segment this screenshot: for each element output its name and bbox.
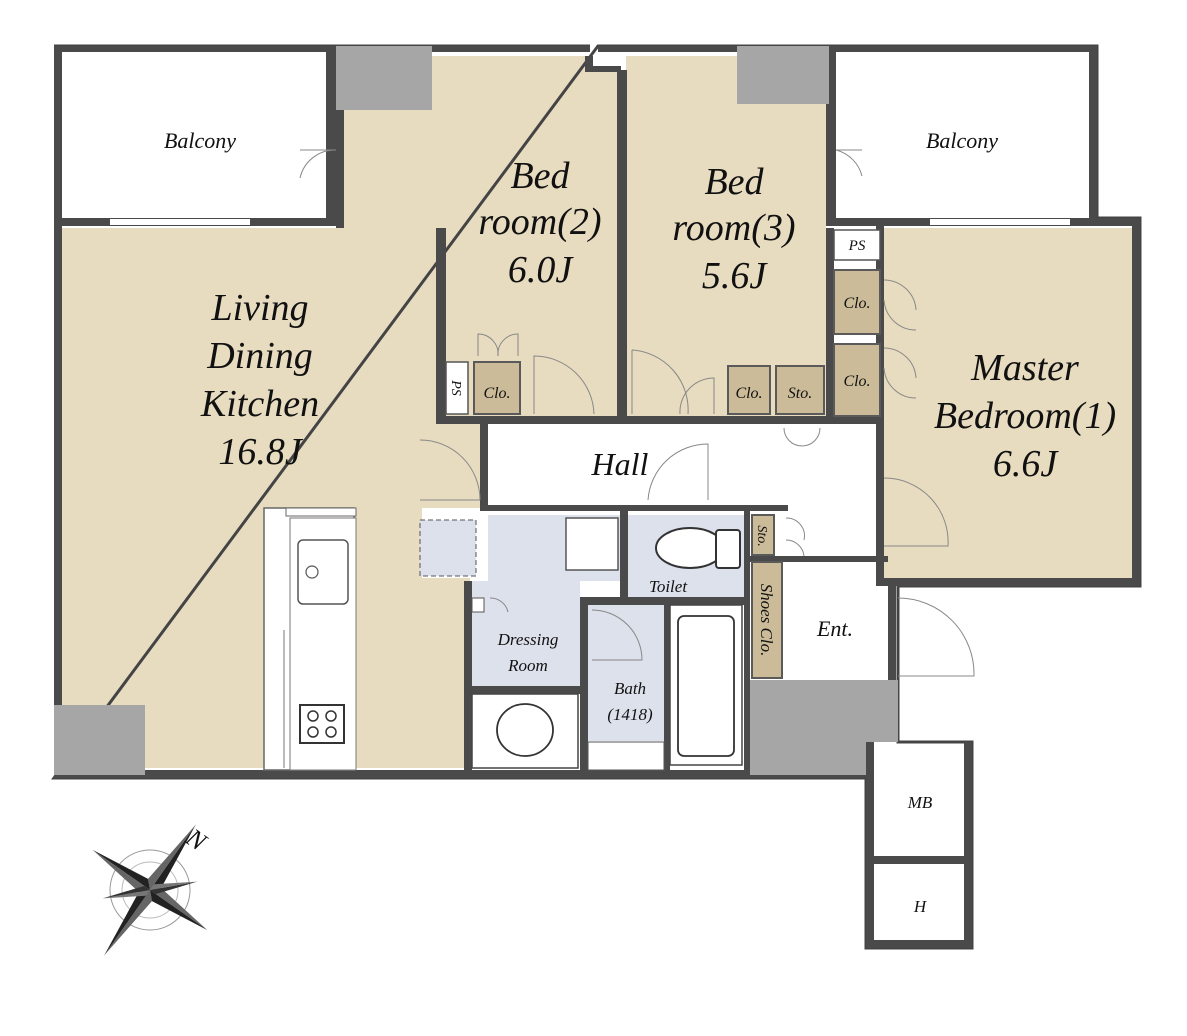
entrance-label: Ent. [816,616,853,641]
washbasin [565,517,619,571]
master-floor [884,228,1132,578]
balcony-left-label: Balcony [164,128,236,153]
shoes-closet [751,561,783,679]
washer-icon [496,703,554,757]
ps-top-label: PS [848,238,866,254]
bedroom2-label-line1: Bed [510,155,570,197]
balcony-right-label: Balcony [926,128,998,153]
storage-toilet [751,514,775,556]
ps-left-label: PS [448,379,463,396]
bath-step [587,741,665,771]
ldk-label-line3: Kitchen [200,383,319,425]
closet-bedroom3 [727,365,771,415]
balcony-right-side-wall [826,46,836,226]
column-top-right [737,46,829,104]
h-label: H [913,897,928,916]
bath-floor [587,605,665,741]
dressing-floor [472,581,580,691]
column-bottom-left [54,705,145,775]
column-bottom-right [744,680,898,775]
balcony-left-side-wall [326,46,336,226]
sink-icon [297,539,349,605]
ps-top [833,229,881,261]
kitchen-counter [263,507,357,771]
toilet-icon [655,527,741,569]
bedroom3-label: Bed room(3) 5.6J [672,161,795,297]
clo-bedroom2-label: Clo. [483,385,510,402]
dressing-label-line1: Dressing [497,630,559,649]
door-swings [299,149,975,677]
dressing-label-line2: Room [507,656,548,675]
fridge-space [419,519,477,577]
toilet-label: Toilet [649,577,688,596]
ldk-floor [62,228,484,768]
master-size: 6.6J [993,443,1060,485]
master-label-line2: Bedroom(1) [934,395,1116,437]
bathtub-icon [669,604,743,766]
ldk-label-line2: Dining [206,335,313,377]
closet-master-2 [833,343,881,417]
bedroom2-label: Bed room(2) 6.0J [478,155,601,291]
balcony-left-window [110,219,250,225]
clo-master-1-label: Clo. [843,295,870,312]
hall-label: Hall [591,446,649,482]
bath-label-line1: Bath [614,679,646,698]
closet-bedroom2 [473,361,521,415]
bedroom3-size: 5.6J [702,255,769,297]
storage-bedroom3 [775,365,825,415]
mb-label: MB [907,793,933,812]
clo-master-2-label: Clo. [843,373,870,390]
stove-icon [299,704,345,744]
compass-rose-icon: N [92,822,213,956]
bedroom3-label-line2: room(3) [672,207,795,249]
compass-north-label: N [180,822,213,857]
bedroom2-label-line2: room(2) [478,201,601,243]
master-label-line1: Master [970,347,1079,389]
ldk-label: Living Dining Kitchen 16.8J [200,287,319,473]
outer-walls [51,44,1142,950]
clo-bedroom3-label: Clo. [735,385,762,402]
ldk-size: 16.8J [218,431,304,473]
shoes-closet-label: Shoes Clo. [757,584,776,657]
bedroom3-floor [626,56,826,416]
bath-label-line2: (1418) [607,705,653,724]
bedroom3-label-line1: Bed [704,161,764,203]
master-label: Master Bedroom(1) 6.6J [934,347,1116,485]
balcony-right-window [930,219,1070,225]
sto-toilet-label: Sto. [754,525,769,546]
closet-master-1 [833,269,881,335]
bedroom2-floor [343,56,617,416]
bedroom2-size: 6.0J [508,249,575,291]
column-top-left [336,46,432,110]
ps-left [445,361,469,415]
ldk-label-line1: Living [210,287,308,329]
sto-bedroom3-label: Sto. [788,385,812,402]
